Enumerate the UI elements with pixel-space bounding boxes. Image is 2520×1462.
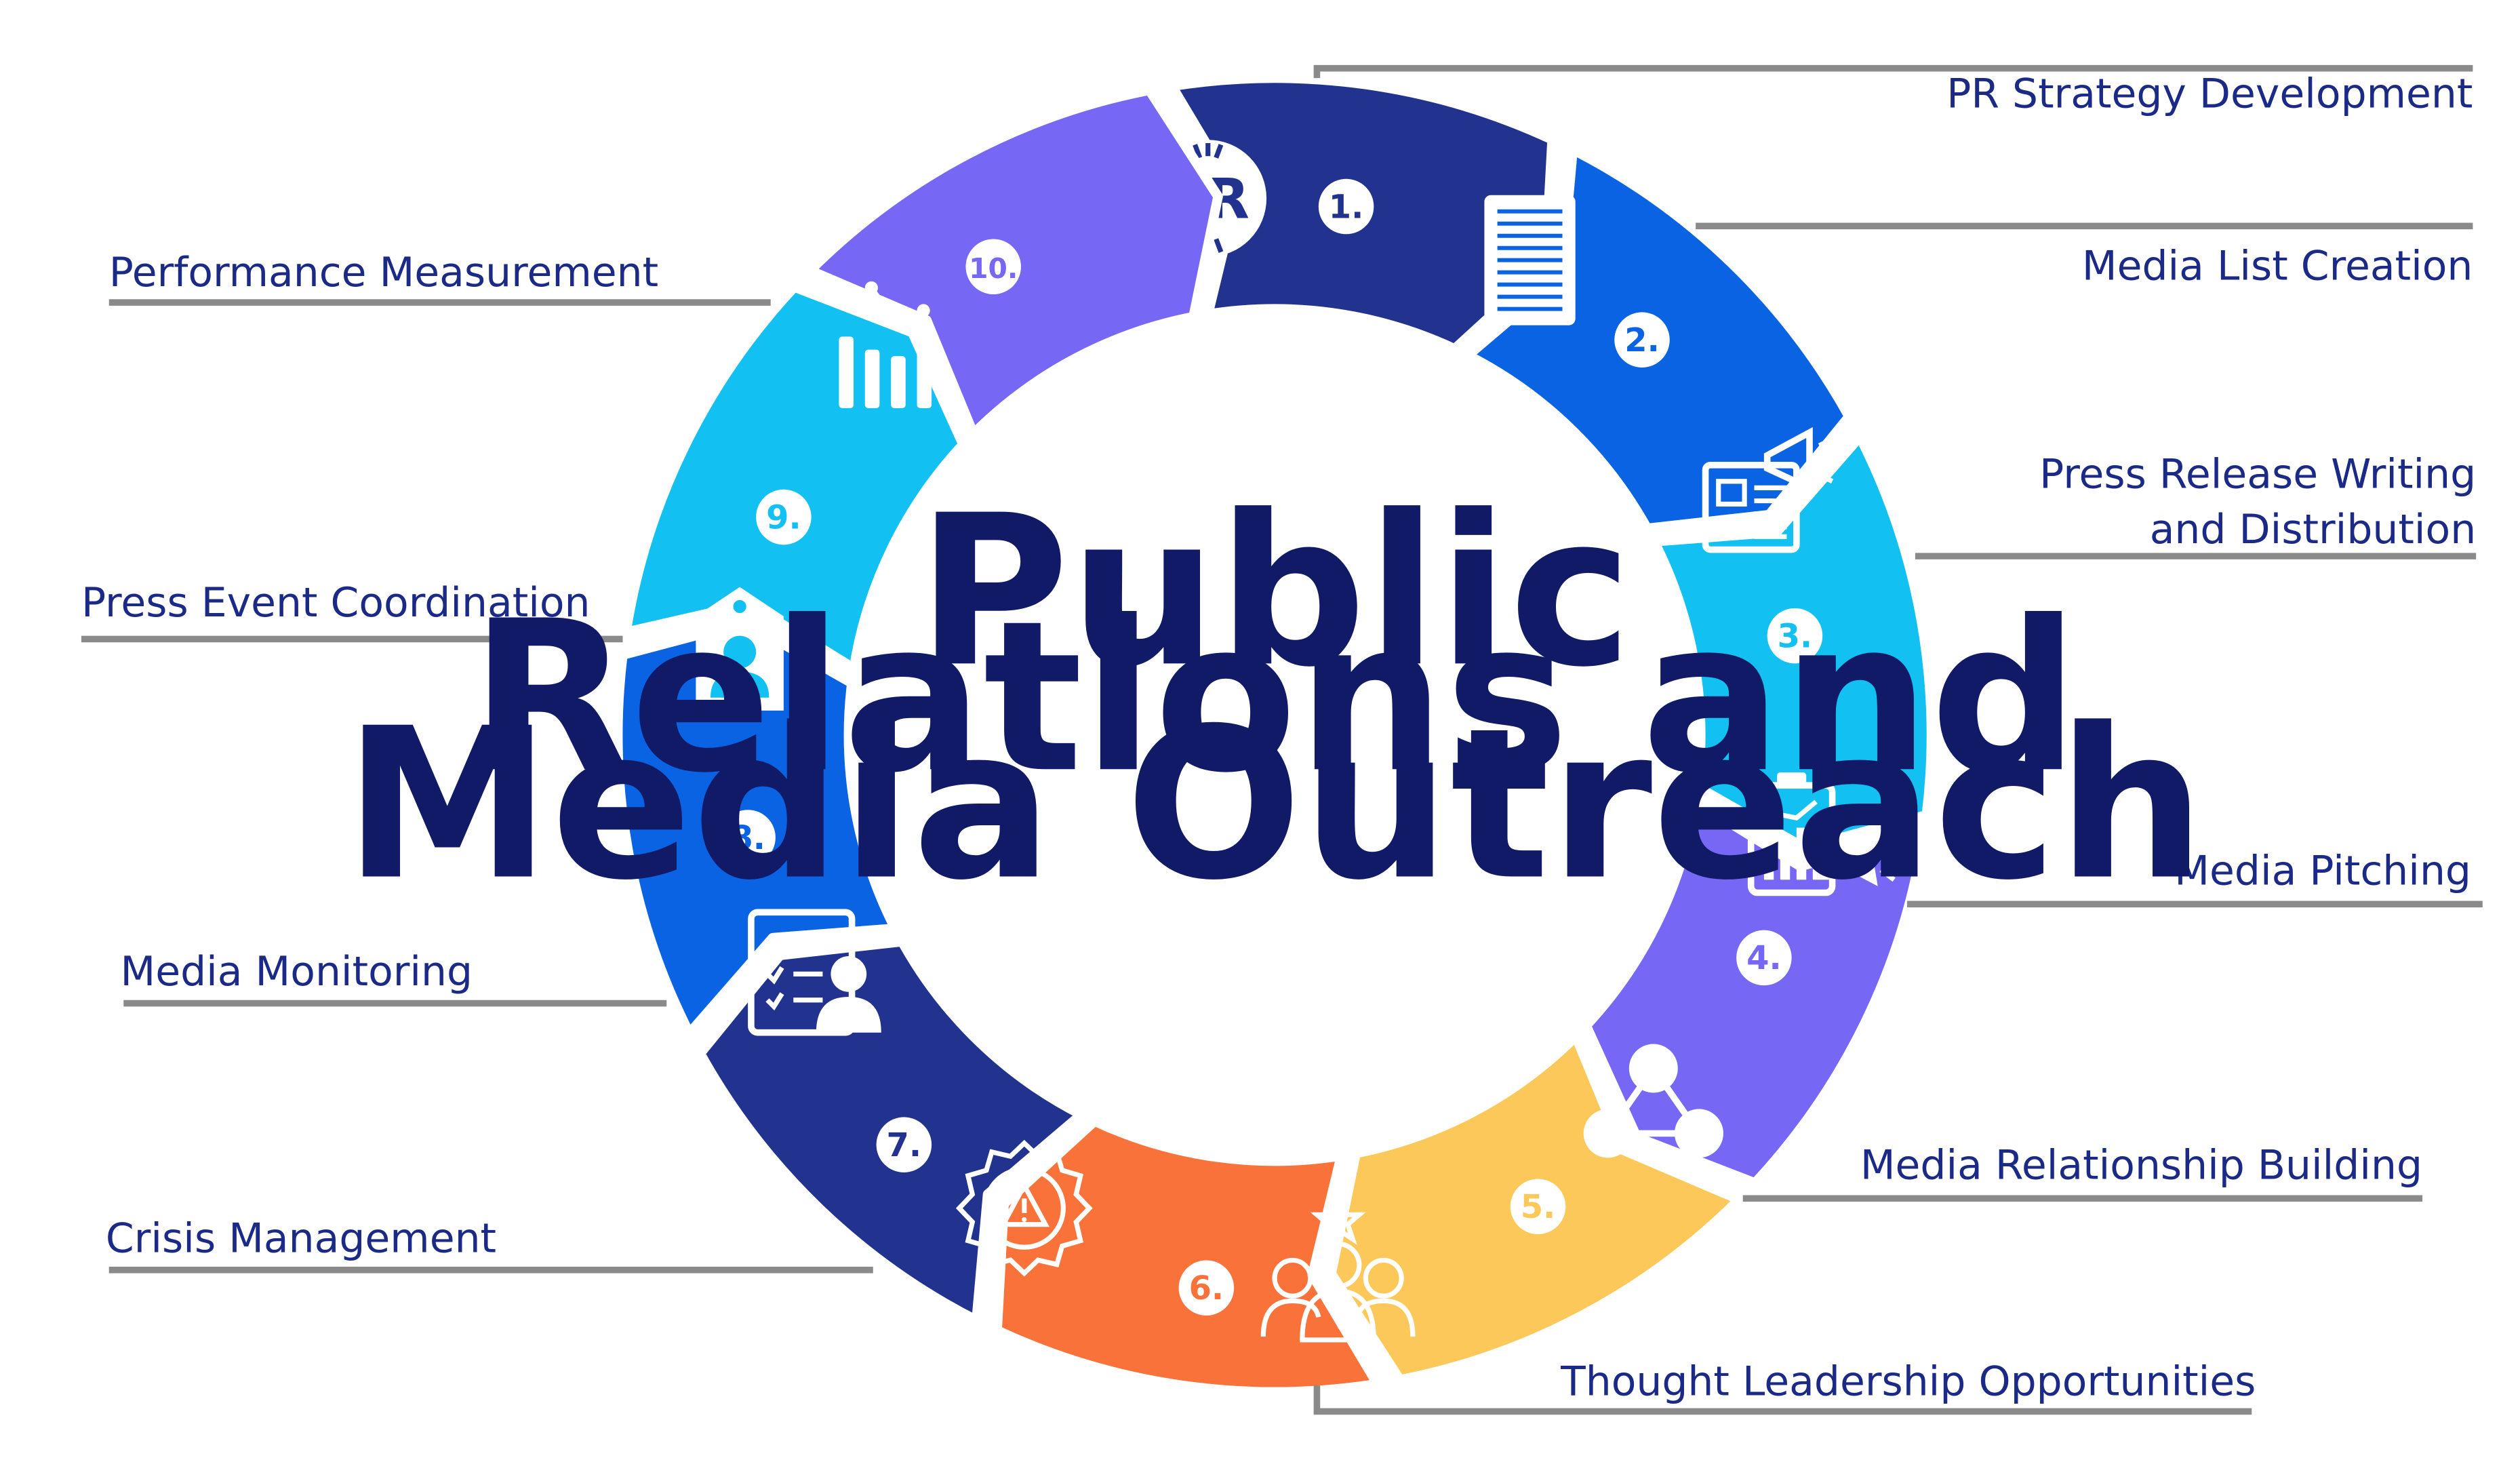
- step-number-badge: 9.: [756, 489, 812, 545]
- step-label: Thought Leadership Opportunities: [1560, 1358, 2256, 1405]
- step-number-badge: 2.: [1614, 312, 1670, 368]
- step-number-badge: 8.: [720, 810, 776, 865]
- leader-group-icon: [1260, 1193, 1416, 1343]
- step-number: 10.: [969, 252, 1018, 285]
- number-circle: [1614, 312, 1670, 368]
- checklist-person-icon: [748, 909, 881, 1036]
- step-number: 8.: [730, 819, 765, 857]
- number-circle: [720, 810, 776, 865]
- number-circle: [876, 1117, 932, 1172]
- badge-tag-icon: [696, 587, 784, 711]
- leader-line: [1313, 1385, 2252, 1415]
- step-number: 3.: [1778, 617, 1813, 655]
- gear-warning-icon: [955, 1139, 1093, 1277]
- leader-line: [1313, 64, 2473, 79]
- number-circle: [1178, 1260, 1235, 1316]
- step-label: Press Release Writing: [2039, 450, 2476, 498]
- step-label: and Distribution: [2150, 506, 2476, 553]
- step-label: Media List Creation: [2082, 242, 2473, 290]
- step-label: Media Pitching: [2174, 848, 2471, 895]
- step-label: PR Strategy Development: [1946, 70, 2473, 117]
- step-number: 4.: [1746, 939, 1782, 977]
- number-circle: [1510, 1179, 1566, 1235]
- step-label: Media Relationship Building: [1860, 1142, 2422, 1189]
- clipboard-chart-megaphone-icon: [1747, 772, 1901, 896]
- step-label: Media Monitoring: [121, 948, 473, 995]
- step-label: Crisis Management: [106, 1214, 496, 1262]
- step-number-badge: 5.: [1510, 1179, 1566, 1235]
- center-title: Public Relations and Media Outreach: [344, 471, 2205, 926]
- number-circle: [1318, 178, 1374, 235]
- title-line-2: Relations and: [471, 576, 2079, 818]
- newspaper-megaphone-icon: [1702, 427, 1836, 553]
- step-number: 6.: [1189, 1269, 1224, 1307]
- number-circle: [965, 239, 1021, 295]
- step-number: 7.: [887, 1126, 922, 1164]
- bar-chart-trend-icon: [839, 281, 932, 408]
- step-number: 5.: [1521, 1188, 1556, 1226]
- network-nodes-icon: [1583, 1044, 1723, 1158]
- step-number-badge: 10.: [965, 239, 1021, 295]
- step-number: 1.: [1329, 188, 1364, 226]
- title-line-1: Public: [917, 471, 1633, 713]
- step-number-badge: 7.: [876, 1117, 932, 1172]
- title-line-3: Media Outreach: [344, 684, 2205, 926]
- step-number-badge: 6.: [1178, 1260, 1235, 1316]
- step-number-badge: 3.: [1767, 608, 1823, 664]
- step-number-badge: 4.: [1736, 930, 1792, 986]
- number-circle: [1767, 608, 1823, 664]
- step-number-badge: 1.: [1318, 178, 1374, 235]
- step-label: Performance Measurement: [109, 249, 658, 296]
- number-circle: [1736, 930, 1792, 986]
- step-number: 2.: [1624, 321, 1660, 359]
- segment-6: [992, 1116, 1382, 1397]
- step-number: 9.: [766, 498, 801, 536]
- step-label: Press Event Coordination: [81, 579, 591, 627]
- number-circle: [756, 489, 812, 545]
- document-icon: [1484, 195, 1576, 325]
